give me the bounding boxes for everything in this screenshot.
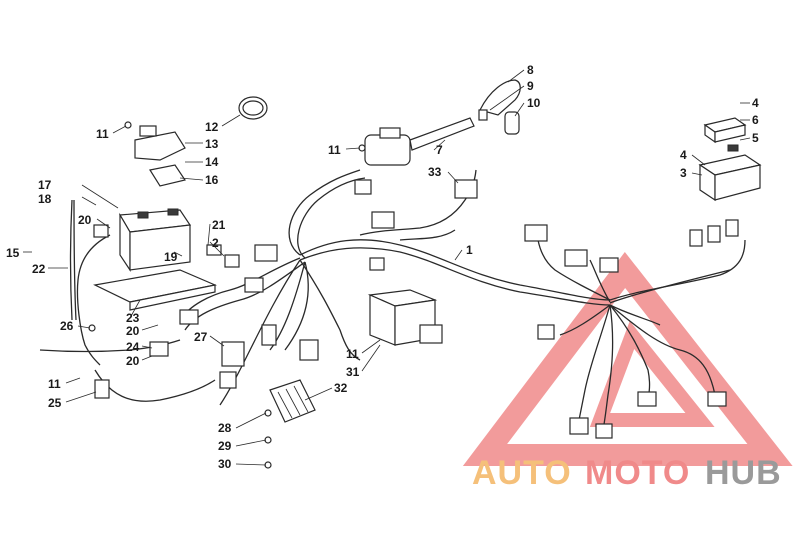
- callout-33: 33: [428, 165, 442, 179]
- relay-27-part: [221, 341, 245, 367]
- connector-mid-a-part: [254, 244, 278, 262]
- callout-22: 22: [32, 262, 46, 276]
- spark-plug-cap-part: [478, 79, 521, 135]
- callout-3: 3: [680, 166, 687, 180]
- parts: [88, 79, 762, 469]
- connector-mid-g-part: [261, 324, 277, 346]
- connector-left-d-part: [179, 309, 199, 325]
- battery-tray-edge-part: [129, 284, 216, 311]
- connector-2-part: [224, 254, 240, 268]
- watermark-logo-text: AUTO MOTO HUB: [472, 454, 782, 492]
- callout-31: 31: [346, 365, 360, 379]
- callout-7: 7: [436, 143, 443, 157]
- connector-right-d-part: [537, 324, 555, 340]
- callout-30: 30: [218, 457, 232, 471]
- leader-lines: [23, 69, 751, 466]
- callout-15: 15: [6, 246, 20, 260]
- connector-mid-d-part: [371, 211, 395, 229]
- callout-20: 20: [78, 213, 92, 227]
- screw-11a-part: [124, 121, 132, 129]
- callout-2: 2: [212, 236, 219, 250]
- connector-21-part: [206, 244, 222, 256]
- connector-mid-e-part: [354, 179, 372, 195]
- battery-strap-part: [134, 131, 186, 161]
- fuse-box-part: [698, 117, 762, 202]
- battery-pad-part: [149, 164, 186, 187]
- connector-right-j-part: [707, 225, 721, 243]
- connector-right-f-part: [595, 423, 613, 439]
- callout-8: 8: [527, 63, 534, 77]
- callout-11: 11: [96, 127, 109, 141]
- connector-33-part: [454, 179, 478, 199]
- connector-right-h-part: [707, 391, 727, 407]
- callout-11: 11: [346, 347, 359, 361]
- relay-plug-part: [219, 371, 237, 389]
- callout-14: 14: [205, 155, 219, 169]
- callout-21: 21: [212, 218, 226, 232]
- callout-12: 12: [205, 120, 219, 134]
- callout-5: 5: [752, 131, 759, 145]
- callout-26: 26: [60, 319, 74, 333]
- connector-mid-b-part: [244, 277, 264, 293]
- callout-10: 10: [527, 96, 541, 110]
- callout-20: 20: [126, 354, 140, 368]
- callout-9: 9: [527, 79, 534, 93]
- callout-23: 23: [126, 311, 140, 325]
- callout-25: 25: [48, 396, 62, 410]
- wire-harness: [39, 169, 746, 431]
- callout-24: 24: [126, 340, 140, 354]
- connector-right-g-part: [637, 391, 657, 407]
- callout-6: 6: [752, 113, 759, 127]
- cdi-module-part: [269, 379, 316, 423]
- strap-bolt-part: [139, 125, 157, 137]
- callout-1: 1: [466, 243, 473, 257]
- callout-11: 11: [328, 143, 341, 157]
- callout-20: 20: [126, 324, 140, 338]
- callout-13: 13: [205, 137, 219, 151]
- callout-17: 17: [38, 178, 52, 192]
- connector-left-b-part: [94, 379, 110, 399]
- connector-right-b-part: [564, 249, 588, 267]
- callout-18: 18: [38, 192, 52, 206]
- voltage-regulator-part: [367, 289, 443, 346]
- callout-28: 28: [218, 421, 232, 435]
- connector-left-a-part: [149, 341, 169, 357]
- callout-32: 32: [334, 381, 348, 395]
- callout-29: 29: [218, 439, 232, 453]
- battery-part: [118, 208, 192, 272]
- ignition-coil-part: [364, 117, 475, 166]
- connector-mid-f-part: [299, 339, 319, 361]
- connector-mid-c-part: [369, 257, 385, 271]
- connector-right-e-part: [569, 417, 589, 435]
- connector-right-i-part: [689, 229, 703, 247]
- watermark-logo-triangle: [462, 251, 793, 466]
- watermark-text-moto: MOTO: [585, 454, 690, 492]
- screw-28-part: [264, 409, 272, 417]
- connector-right-c-part: [599, 257, 619, 273]
- callout-11: 11: [48, 377, 61, 391]
- callout-27: 27: [194, 330, 208, 344]
- callout-numbers: 11 13 12 14 16 17 18 20 21 2 19 15 22 23…: [6, 63, 759, 471]
- connector-left-c-part: [93, 224, 109, 238]
- connector-right-a-part: [524, 224, 548, 242]
- callout-16: 16: [205, 173, 219, 187]
- watermark-text-auto: AUTO: [472, 454, 572, 492]
- connector-right-k-part: [725, 219, 739, 237]
- clamp-ring-inner-part: [242, 100, 264, 116]
- callout-4: 4: [752, 96, 759, 110]
- callout-19: 19: [164, 250, 178, 264]
- watermark-text-hub: HUB: [705, 454, 782, 492]
- callout-4: 4: [680, 148, 687, 162]
